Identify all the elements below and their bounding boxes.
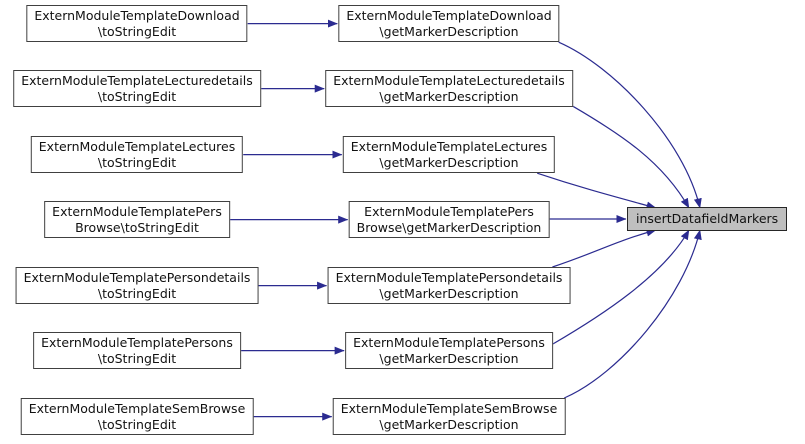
node-label-line2: \toStringEdit bbox=[97, 88, 177, 104]
node-label-line2: \toStringEdit bbox=[97, 23, 177, 39]
node-persons-tostringedit[interactable]: ExternModuleTemplatePersons\toStringEdit bbox=[33, 332, 241, 370]
node-label-line1: ExternModuleTemplatePersondetails bbox=[335, 270, 563, 285]
node-lectures-getmarkerdescription[interactable]: ExternModuleTemplateLectures\getMarkerDe… bbox=[342, 136, 556, 174]
node-download-tostringedit[interactable]: ExternModuleTemplateDownload\toStringEdi… bbox=[26, 5, 248, 43]
node-label-line1: ExternModuleTemplatePersons bbox=[41, 335, 233, 350]
node-label-line1: ExternModuleTemplatePers bbox=[52, 204, 222, 219]
node-insertdatafieldmarkers[interactable]: insertDatafieldMarkers bbox=[627, 207, 788, 231]
node-label-line1: ExternModuleTemplateLectures bbox=[38, 139, 236, 154]
node-download-getmarkerdescription[interactable]: ExternModuleTemplateDownload\getMarkerDe… bbox=[338, 5, 560, 43]
node-label-line2: \getMarkerDescription bbox=[379, 88, 519, 104]
node-label-line1: ExternModuleTemplateLecturedetails bbox=[21, 73, 253, 88]
node-lectures-tostringedit[interactable]: ExternModuleTemplateLectures\toStringEdi… bbox=[30, 136, 244, 174]
node-label-line1: ExternModuleTemplateLectures bbox=[350, 139, 548, 154]
node-label-line1: ExternModuleTemplateDownload bbox=[346, 8, 552, 23]
node-label-line1: ExternModuleTemplateLecturedetails bbox=[333, 73, 565, 88]
node-persondetails-getmarkerdescription[interactable]: ExternModuleTemplatePersondetails\getMar… bbox=[327, 267, 571, 305]
node-persondetails-tostringedit[interactable]: ExternModuleTemplatePersondetails\toStri… bbox=[15, 267, 259, 305]
node-persons-getmarkerdescription[interactable]: ExternModuleTemplatePersons\getMarkerDes… bbox=[345, 332, 553, 370]
node-label-line2: Browse\getMarkerDescription bbox=[356, 219, 542, 235]
node-lecturedetails-tostringedit[interactable]: ExternModuleTemplateLecturedetails\toStr… bbox=[13, 70, 261, 108]
node-label-line1: ExternModuleTemplateDownload bbox=[34, 8, 240, 23]
node-label-line1: ExternModuleTemplatePersondetails bbox=[23, 270, 251, 285]
node-label-line2: \getMarkerDescription bbox=[379, 23, 519, 39]
node-label-line2: Browse\toStringEdit bbox=[75, 219, 199, 235]
node-label-line1: ExternModuleTemplateSemBrowse bbox=[340, 401, 558, 416]
node-label-line2: \toStringEdit bbox=[97, 154, 177, 170]
node-label-line2: \toStringEdit bbox=[97, 416, 177, 432]
node-label-line2: \getMarkerDescription bbox=[379, 154, 519, 170]
node-label-line2: \getMarkerDescription bbox=[379, 350, 519, 366]
node-label-line1: insertDatafieldMarkers bbox=[636, 211, 779, 226]
node-label-line1: ExternModuleTemplateSemBrowse bbox=[28, 401, 246, 416]
node-label-line2: \toStringEdit bbox=[97, 350, 177, 366]
node-sembrowse-tostringedit[interactable]: ExternModuleTemplateSemBrowse\toStringEd… bbox=[20, 398, 254, 436]
node-label-line2: \toStringEdit bbox=[97, 285, 177, 301]
node-label-line2: \getMarkerDescription bbox=[379, 285, 519, 301]
node-lecturedetails-getmarkerdescription[interactable]: ExternModuleTemplateLecturedetails\getMa… bbox=[325, 70, 573, 108]
node-label-line2: \getMarkerDescription bbox=[379, 416, 519, 432]
node-label-line1: ExternModuleTemplatePersons bbox=[353, 335, 545, 350]
node-sembrowse-getmarkerdescription[interactable]: ExternModuleTemplateSemBrowse\getMarkerD… bbox=[332, 398, 566, 436]
node-label-line1: ExternModuleTemplatePers bbox=[364, 204, 534, 219]
